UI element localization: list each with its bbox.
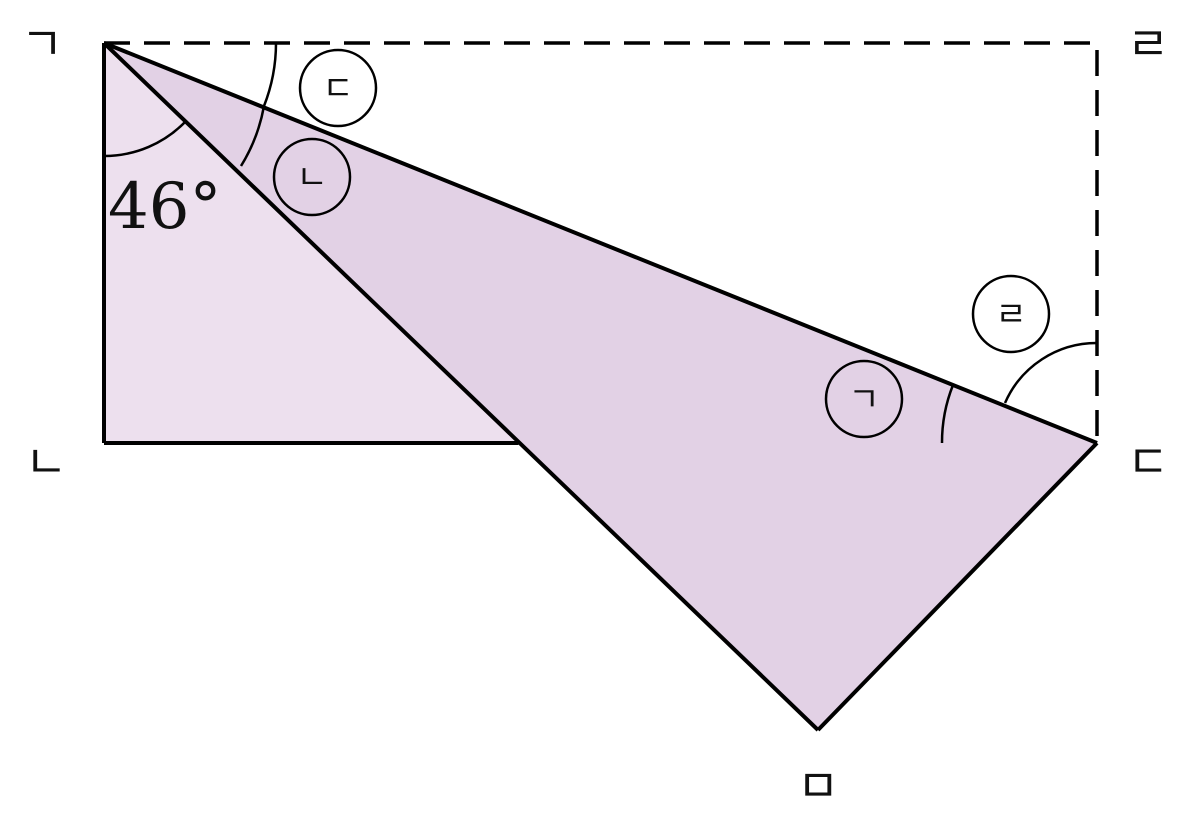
svg-text:ㄴ: ㄴ [296,158,327,198]
vertex-label-bottom-left: ㄴ [25,435,67,489]
angle-arc-46 [103,120,187,158]
given-angle-label: 46° [108,170,221,244]
circled-label-c: ㄷ [298,48,378,128]
svg-text:ㄱ: ㄱ [848,380,879,420]
angle-arc-a [940,384,955,444]
svg-text:ㄹ: ㄹ [995,295,1026,335]
folded-triangle-region [104,43,1097,730]
circled-label-d: ㄹ [971,274,1051,354]
vertex-label-right: ㄷ [1127,435,1169,489]
vertex-label-top-left: ㄱ [21,17,63,71]
edge-folded-right [816,441,1099,732]
vertex-label-bottom: ㅁ [797,759,839,813]
vertex-label-top-right: ㄹ [1127,17,1169,71]
edge-diagonal [103,41,1098,445]
angle-arc-b [239,105,266,167]
circled-label-a: ㄱ [824,359,904,439]
angle-arc-c-outer [262,42,278,107]
svg-text:ㄷ: ㄷ [322,69,353,109]
angle-arc-d [1003,341,1098,404]
edge-fold-line [102,41,820,732]
circled-label-b: ㄴ [272,137,352,217]
